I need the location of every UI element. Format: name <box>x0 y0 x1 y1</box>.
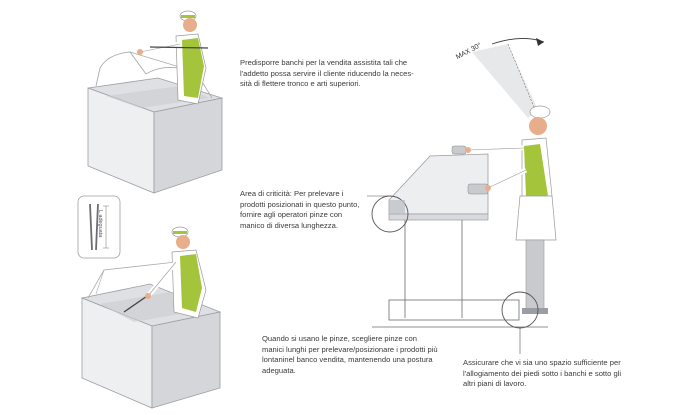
worker-figure-top <box>137 10 209 105</box>
counter-bottom-left <box>80 261 222 409</box>
tongs-text: Quando si usano le pinze, scegliere pinz… <box>262 334 438 375</box>
worker-figure-bottom <box>123 226 207 319</box>
tongs-icon <box>77 195 121 259</box>
callout-foot-space <box>501 291 539 354</box>
counter-top-left <box>87 51 224 194</box>
critical-area-text: Area di criticità: Per prelevare i prodo… <box>240 189 360 230</box>
intro-text: Predisporre banchi per la vendita assist… <box>240 58 414 89</box>
view-angle-cone <box>472 38 545 118</box>
worker-figure-right <box>465 105 557 314</box>
tong-length-label: L adeguata <box>97 210 103 238</box>
callout-critical-area <box>367 195 409 233</box>
foot-space-text: Assicurare che vi sia uno spazio suffici… <box>463 358 622 389</box>
